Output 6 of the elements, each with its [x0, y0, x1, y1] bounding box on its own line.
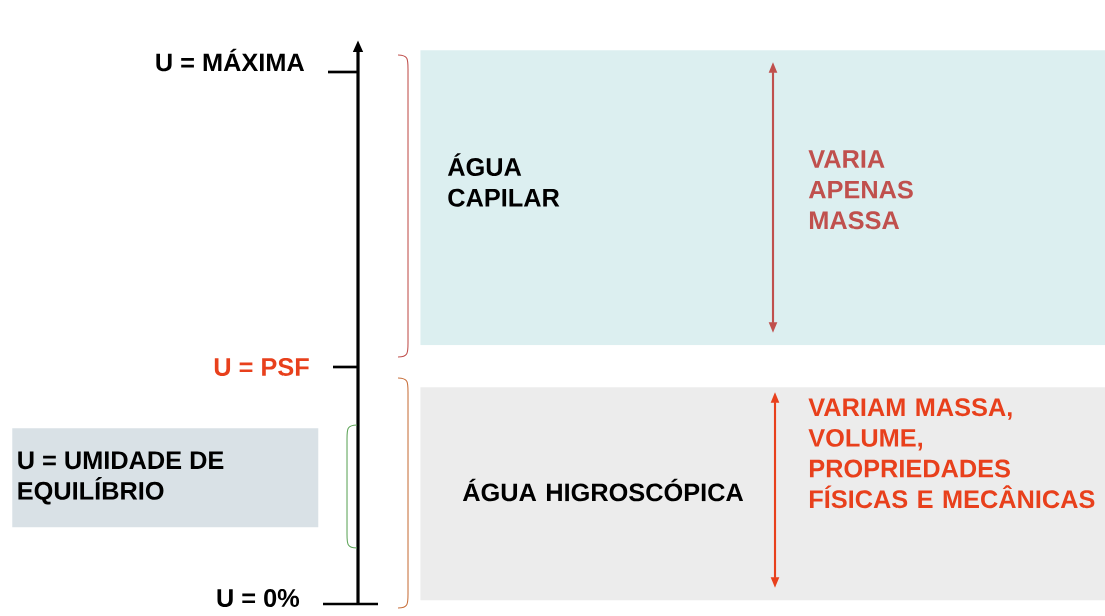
- region-band: ÁGUA CAPILAR VARIA APENAS MASSA: [420, 50, 1105, 346]
- label-box: U = UMIDADE DE EQUILÍBRIO: [12, 428, 319, 528]
- axis-label: U = 0%: [217, 589, 300, 607]
- region-band: ÁGUA HIGROSCÓPICA VARIAM MASSA, VOLUME, PROPRIEDADES FÍSICAS E MECÂNICAS: [420, 387, 1105, 601]
- axis-label: U = MÁXIMA: [156, 48, 305, 72]
- axis-label: U = PSF: [214, 358, 309, 376]
